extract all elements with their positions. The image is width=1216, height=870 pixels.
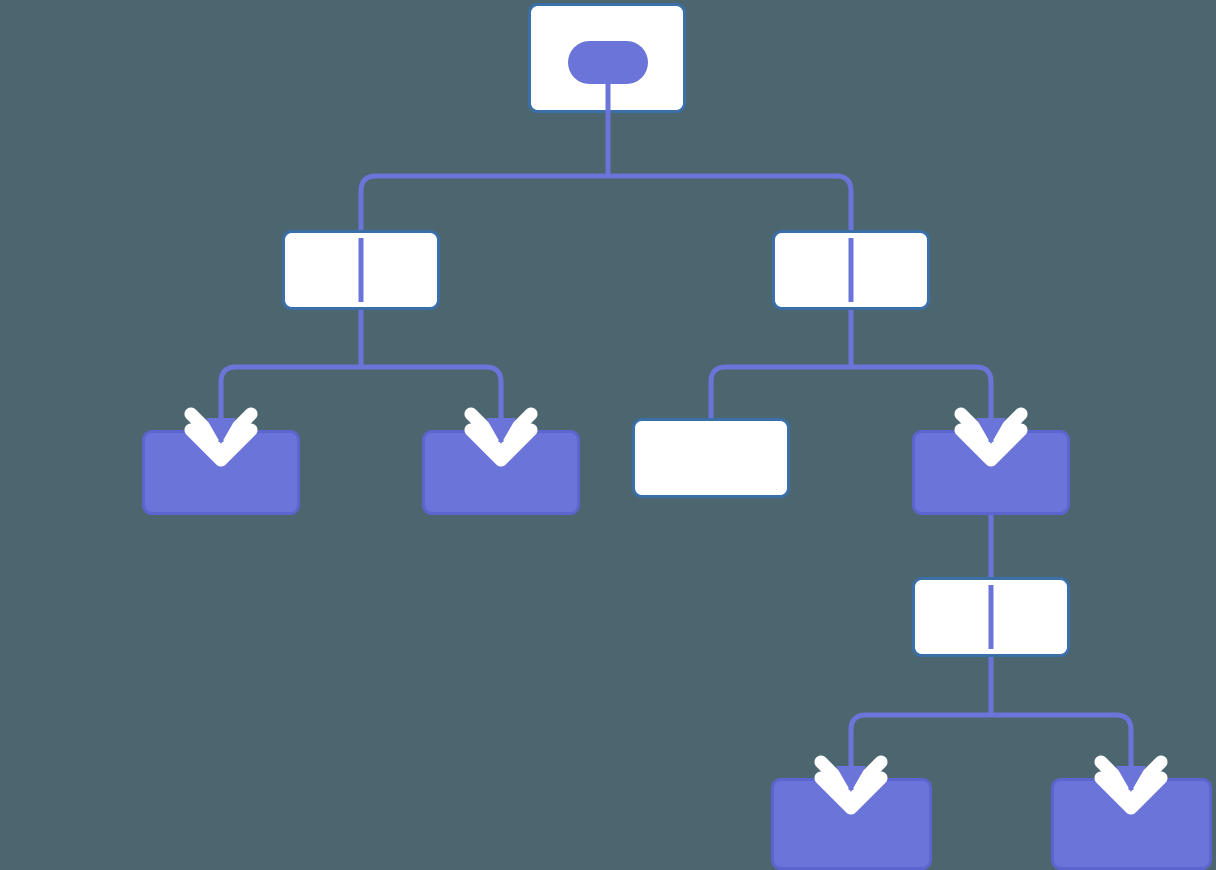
leaf-node-left-b[interactable] [422,430,580,515]
leaf-node-left-a[interactable] [142,430,300,515]
edge-deep-to-leaf-a [848,649,994,794]
edge-root-to-branch-right [608,173,854,238]
edge-branch-left-to-leaf-b [358,302,504,446]
leaf-node-deep-b[interactable] [1051,778,1212,870]
branch-node-right-b[interactable] [912,430,1070,515]
leaf-node-right-a[interactable] [632,418,790,498]
edge-branch-right-to-branch-b [848,302,994,446]
edge-deep-to-leaf-b [988,649,1134,794]
edge-branch-right-to-leaf-a [708,302,854,420]
branch-node-deep[interactable] [912,577,1070,657]
branch-node-right[interactable] [772,230,930,310]
branch-node-left[interactable] [282,230,440,310]
root-node[interactable] [528,3,686,113]
root-pill-shape [568,41,648,84]
edge-root-to-branch-left [358,173,608,238]
edge-branch-left-to-leaf-a [218,302,364,446]
leaf-node-deep-a[interactable] [771,778,932,870]
